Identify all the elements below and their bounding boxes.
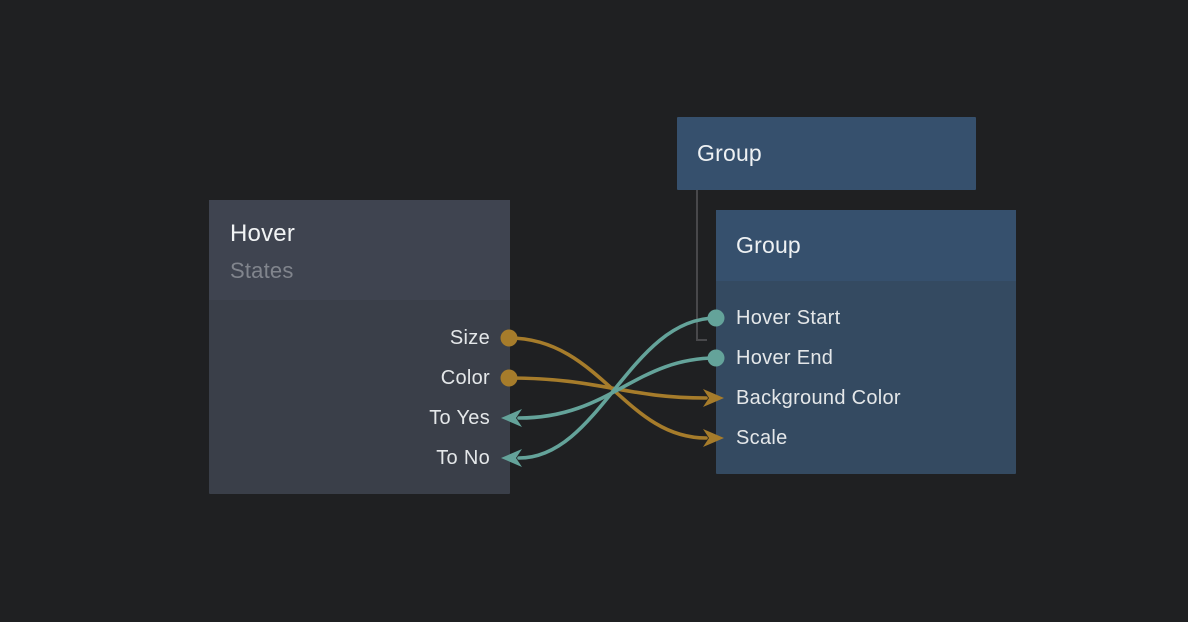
- port-to-no[interactable]: To No: [209, 438, 510, 478]
- port-scale[interactable]: Scale: [716, 418, 1016, 458]
- wire-color-to-background-color[interactable]: [507, 376, 708, 400]
- port-color[interactable]: Color: [209, 358, 510, 398]
- port-background-color[interactable]: Background Color: [716, 378, 1016, 418]
- port-to-yes[interactable]: To Yes: [209, 398, 510, 438]
- node-group[interactable]: Group Hover Start Hover End Background C…: [716, 210, 1016, 474]
- node-group-title: Group: [736, 232, 801, 258]
- node-group-collapsed-title: Group: [697, 140, 762, 166]
- wire-hover-end-to-to-yes[interactable]: [517, 356, 718, 420]
- node-hover-header[interactable]: Hover States: [209, 200, 510, 300]
- port-hover-start[interactable]: Hover Start: [716, 298, 1016, 338]
- port-hover-start-label: Hover Start: [736, 306, 841, 329]
- port-hover-end[interactable]: Hover End: [716, 338, 1016, 378]
- wire-size-to-scale[interactable]: [507, 336, 708, 440]
- port-size[interactable]: Size: [209, 318, 510, 358]
- port-to-no-label: To No: [436, 446, 490, 469]
- node-group-collapsed[interactable]: Group: [677, 117, 976, 190]
- node-hover-title: Hover: [230, 220, 296, 247]
- hierarchy-link-line: [696, 190, 707, 341]
- wire-hover-start-to-to-no[interactable]: [517, 316, 718, 460]
- port-size-label: Size: [449, 326, 490, 349]
- node-hover-subtitle: States: [230, 258, 294, 283]
- port-hover-end-label: Hover End: [736, 346, 834, 369]
- port-scale-label: Scale: [736, 426, 788, 449]
- port-to-yes-label: To Yes: [429, 406, 490, 429]
- node-group-header[interactable]: Group: [716, 210, 1016, 281]
- port-background-color-label: Background Color: [736, 386, 901, 409]
- node-hover-states[interactable]: Hover States Size Color To Yes To No: [209, 200, 510, 494]
- port-color-label: Color: [440, 366, 490, 389]
